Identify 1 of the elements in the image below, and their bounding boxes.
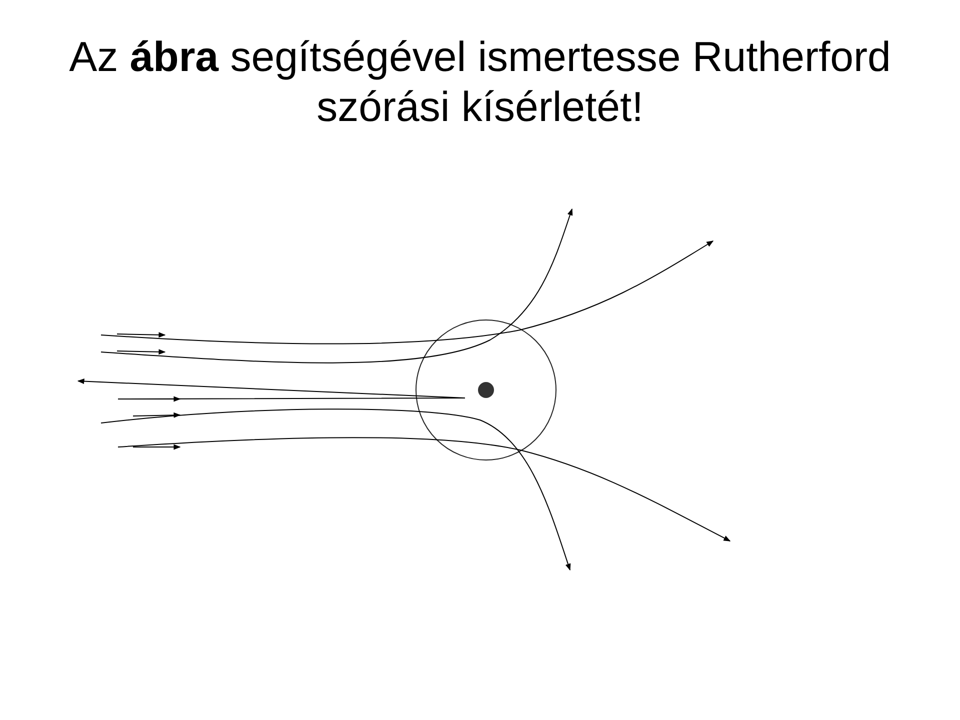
title: Az ábra segítségével ismertesse Rutherford szórási kísérletét! bbox=[68, 32, 892, 132]
